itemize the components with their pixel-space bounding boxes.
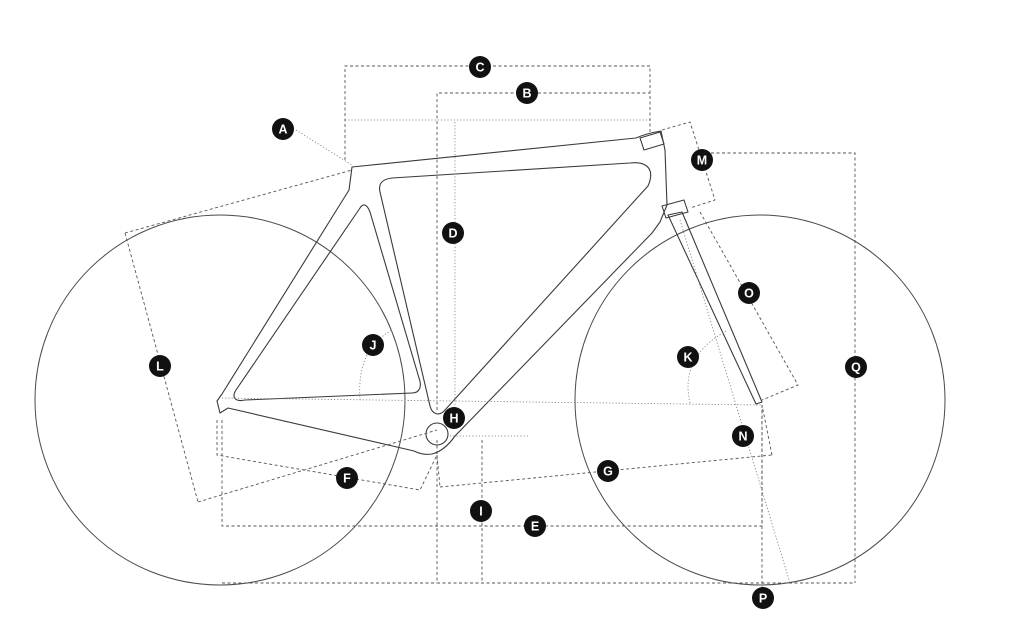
label-badge-text: B xyxy=(522,87,531,101)
rear-triangle-inner xyxy=(233,204,421,402)
label-badge-i: I xyxy=(470,500,492,522)
label-badge-text: E xyxy=(531,520,539,534)
label-badge-g: G xyxy=(597,460,619,482)
label-badge-f: F xyxy=(336,467,358,489)
label-badge-text: N xyxy=(738,430,747,444)
label-badge-e: E xyxy=(524,515,546,537)
frame-outline xyxy=(216,130,668,455)
fork xyxy=(667,211,763,405)
label-badge-text: J xyxy=(370,339,377,353)
label-badge-text: A xyxy=(278,123,287,137)
label-badge-h: H xyxy=(443,407,465,429)
label-badge-circle xyxy=(597,460,619,482)
label-badge-b: B xyxy=(516,82,538,104)
front-wheel xyxy=(574,214,946,586)
label-badge-circle xyxy=(470,500,492,522)
label-badge-circle xyxy=(443,407,465,429)
main-triangle-inner xyxy=(379,162,652,415)
label-badge-p: P xyxy=(752,587,774,609)
label-badge-text: F xyxy=(343,472,351,486)
rear-wheel xyxy=(34,214,406,586)
label-badge-text: M xyxy=(697,154,707,168)
label-badge-circle xyxy=(516,82,538,104)
label-badge-circle xyxy=(469,56,491,78)
label-badge-text: H xyxy=(449,412,458,426)
label-badge-circle xyxy=(738,282,760,304)
label-badge-text: D xyxy=(448,227,457,241)
label-badge-a: A xyxy=(272,118,294,140)
label-badge-o: O xyxy=(738,282,760,304)
label-badge-l: L xyxy=(149,355,171,377)
dimension-lines xyxy=(124,65,856,600)
label-badge-circle xyxy=(149,355,171,377)
label-badge-circle xyxy=(752,587,774,609)
label-badge-n: N xyxy=(732,425,754,447)
label-badge-text: I xyxy=(479,505,482,519)
head-tube xyxy=(639,131,665,151)
label-badge-circle xyxy=(732,425,754,447)
label-badge-j: J xyxy=(362,334,384,356)
label-badge-c: C xyxy=(469,56,491,78)
label-badge-d: D xyxy=(442,222,464,244)
label-badge-m: M xyxy=(691,149,713,171)
label-badge-text: K xyxy=(683,351,692,365)
label-badge-circle xyxy=(272,118,294,140)
label-badge-circle xyxy=(336,467,358,489)
label-badge-circle xyxy=(362,334,384,356)
headset-lower xyxy=(661,199,689,219)
label-badge-text: L xyxy=(156,360,164,374)
label-badge-text: O xyxy=(744,287,754,301)
label-badge-circle xyxy=(677,346,699,368)
label-badge-text: C xyxy=(475,61,484,75)
bottom-bracket xyxy=(425,422,449,446)
label-badge-text: Q xyxy=(851,361,861,375)
label-badge-circle xyxy=(691,149,713,171)
label-badge-k: K xyxy=(677,346,699,368)
label-badge-circle xyxy=(524,515,546,537)
label-badge-text: P xyxy=(759,592,767,606)
label-badge-text: G xyxy=(603,465,613,479)
label-badge-circle xyxy=(845,356,867,378)
label-badge-circle xyxy=(442,222,464,244)
label-badge-q: Q xyxy=(845,356,867,378)
